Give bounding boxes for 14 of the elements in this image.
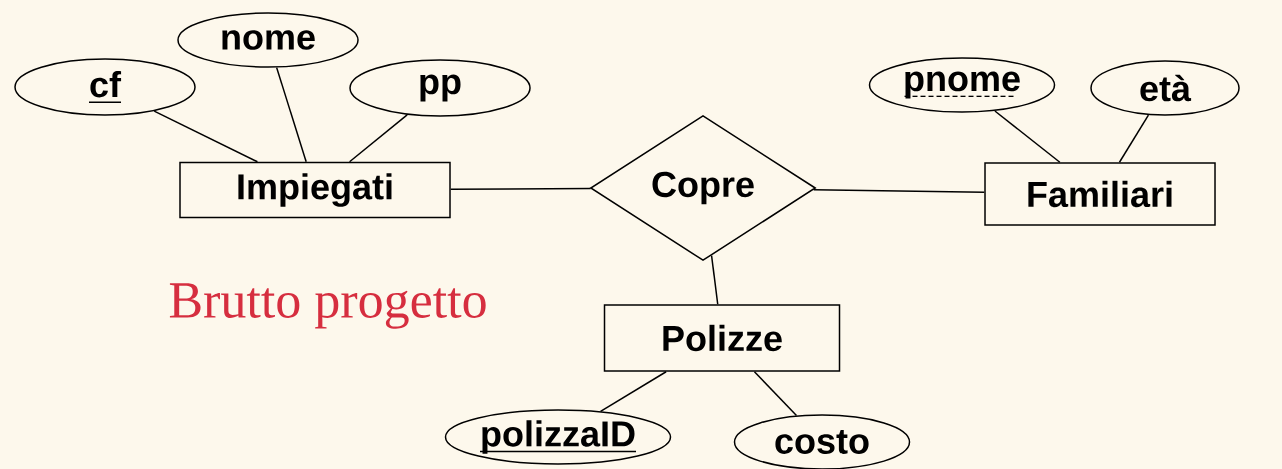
entity-box: Familiari (984, 162, 1216, 226)
connector-line (153, 110, 259, 163)
connector-line (1118, 114, 1150, 163)
connector-line (753, 371, 798, 417)
connector-line (450, 187, 592, 191)
connector-line (994, 110, 1061, 163)
diagram-label: Brutto progetto (169, 283, 486, 329)
entity-box: Impiegati (179, 161, 451, 219)
entity-box: Polizze (603, 304, 841, 372)
connector-line (348, 114, 408, 163)
connector-line (812, 188, 985, 193)
connector-line (599, 371, 667, 413)
connector-line (275, 66, 307, 163)
connector-line (710, 254, 719, 305)
